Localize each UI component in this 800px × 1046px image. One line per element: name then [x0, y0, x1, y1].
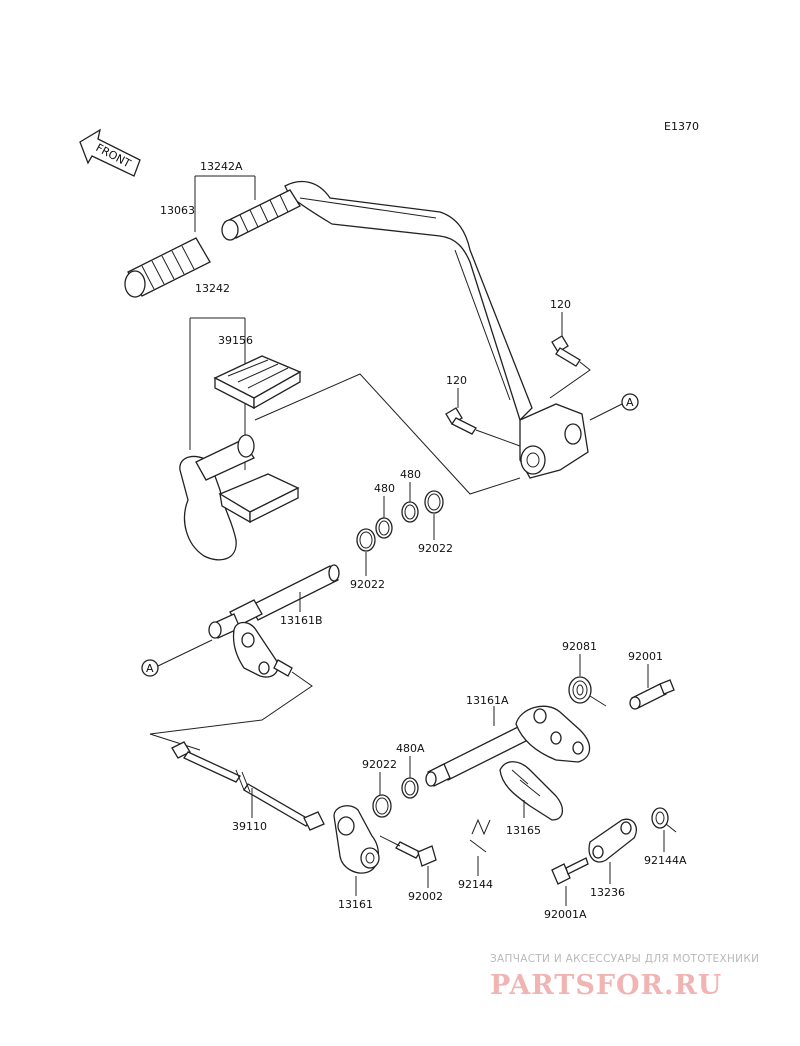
part-label-13242A: 13242A [200, 160, 243, 173]
bolt-120-lower [445, 407, 477, 435]
watermark-logo: PARTSFOR.RU [490, 970, 722, 1001]
part-label-92022-left: 92022 [350, 578, 385, 591]
part-label-92002: 92002 [408, 890, 443, 903]
part-label-92022-lower: 92022 [362, 758, 397, 771]
part-label-13161: 13161 [338, 898, 373, 911]
spring-92081 [568, 676, 607, 707]
part-label-92001: 92001 [628, 650, 663, 663]
pedal-assembly [179, 434, 300, 561]
plate-13165 [499, 761, 563, 821]
washer-92022-lower [372, 794, 392, 818]
watermark-tagline: ЗАПЧАСТИ И АКСЕССУАРЫ ДЛЯ МОТОТЕХНИКИ [490, 953, 759, 965]
circlip-480A [401, 777, 419, 799]
front-direction-arrow: FRONT [79, 128, 141, 177]
ref-marker-a-lower [141, 659, 159, 677]
bolt-92001A [551, 857, 589, 885]
part-label-92001A: 92001A [544, 908, 587, 921]
part-label-480-left: 480 [374, 482, 395, 495]
part-label-13161A: 13161A [466, 694, 509, 707]
tie-rod-39110 [171, 741, 325, 831]
washer-92022-left [356, 528, 376, 552]
part-label-13165: 13165 [506, 824, 541, 837]
part-label-13063: 13063 [160, 204, 195, 217]
washer-92022-right [424, 490, 444, 514]
part-label-92144A: 92144A [644, 854, 687, 867]
spring-92144 [469, 818, 491, 853]
part-label-13242: 13242 [195, 282, 230, 295]
spring-92144A [651, 807, 677, 833]
pedal-peg-shaft [221, 189, 301, 241]
ref-marker-a-upper-label: A [626, 396, 634, 409]
arm-13236 [588, 818, 637, 863]
shift-shaft-13161A [425, 705, 591, 787]
part-label-480A: 480A [396, 742, 425, 755]
shift-shaft-13161B [208, 564, 340, 678]
part-label-120-lower: 120 [446, 374, 467, 387]
bolt-120-upper [551, 335, 581, 367]
diagram-code: E1370 [664, 120, 699, 133]
shift-pedal-lever [284, 180, 589, 479]
part-label-13236: 13236 [590, 886, 625, 899]
part-label-13161B: 13161B [280, 614, 323, 627]
ref-marker-a-upper [621, 393, 639, 411]
pedal-pad [213, 355, 302, 410]
pin-92001 [629, 679, 675, 710]
part-label-39110: 39110 [232, 820, 267, 833]
bolt-92002 [395, 841, 437, 867]
part-label-480-right: 480 [400, 468, 421, 481]
circlip-480-left [375, 517, 393, 539]
pedal-rubber [124, 237, 211, 298]
part-label-120-upper: 120 [550, 298, 571, 311]
circlip-480-right [401, 501, 419, 523]
part-label-92144: 92144 [458, 878, 493, 891]
part-label-92081: 92081 [562, 640, 597, 653]
part-label-39156: 39156 [218, 334, 253, 347]
shift-lever-13161 [333, 805, 380, 874]
ref-marker-a-lower-label: A [146, 662, 154, 675]
part-label-92022-right: 92022 [418, 542, 453, 555]
